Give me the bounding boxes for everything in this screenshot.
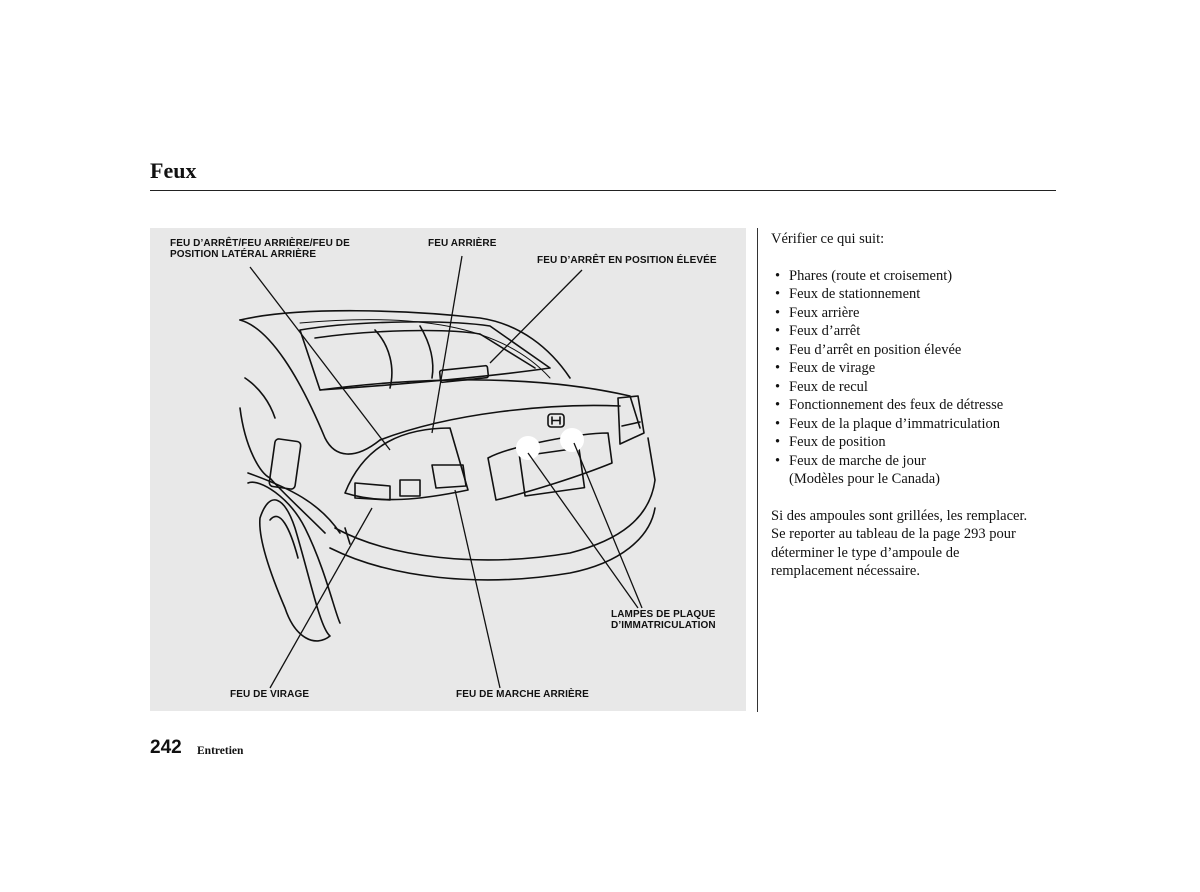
rear-bumper [334,437,656,561]
high-mount-stop-lamp [438,364,490,384]
checklist-item-label: Feux de virage [789,360,876,376]
leader-tail [431,255,463,434]
checklist-item-label: Fonctionnement des feux de détresse [789,397,1004,413]
checklist-item: • Feu d’arrêt en position élevée [775,341,1061,360]
bullet-icon: • [775,452,781,469]
checklist-item-label: Feux de recul [789,378,868,395]
bullet-icon: • [775,378,781,395]
checklist-item: • Fonctionnement des feux de détresse [775,396,1061,415]
callout-backup: FEU DE MARCHE ARRIÈRE [456,689,589,700]
section-name: Entretien [197,745,244,757]
checklist-item: • Phares (route et croisement) [775,267,1061,286]
bullet-icon: • [775,434,781,450]
closing-text: Si des ampoules sont grillées, les rempl… [771,507,1028,580]
callout-tail: FEU ARRIÈRE [428,238,497,249]
page-title: Feux [150,158,197,183]
right-tail-light [617,395,645,445]
intro-text: Vérifier ce qui suit: [771,231,885,247]
bullet-icon: • [775,304,781,321]
bullet-icon: • [775,286,781,302]
left-tail-light [344,427,469,501]
checklist-item: • Feux de stationnement [775,285,1061,304]
page-number: 242 [150,737,182,758]
emblem [547,413,565,428]
leader-turn [269,507,373,689]
checklist-item-label: Feux arrière [789,304,860,321]
leader-stop-tail [249,266,391,451]
callout-stop-tail-side: FEU D’ARRÊT/FEU ARRIÈRE/FEU DE POSITION … [170,238,350,260]
callout-license-lamps: LAMPES DE PLAQUE D’IMMATRICULATION [611,609,716,631]
bullet-icon: • [775,323,781,339]
bullet-icon: • [775,397,781,413]
window-inner [314,329,536,369]
bullet-icon: • [775,415,781,432]
checklist-item: • Feux arrière [775,304,1061,323]
checklist-item: • Feux de position [775,433,1061,452]
checklist-item: • Feux de recul [775,378,1061,397]
checklist-item: • Feux de virage [775,359,1061,378]
checklist-item-label: Feux de position [789,434,886,450]
checklist-item: • Feux de marche de jour (Modèles pour le… [775,452,1061,489]
leader-high-mount [489,269,583,364]
rear-wheel [259,499,331,642]
car-rear-illustration [239,255,656,689]
checklist-column: Vérifier ce qui suit: • Phares (route et … [771,230,1061,581]
trunk-lid [319,379,641,429]
checklist-item-label: Feu d’arrêt en position élevée [789,341,962,358]
bullet-icon: • [775,360,781,376]
side-body [239,407,326,534]
checklist-item-label: Feux de la plaque d’immatriculation [789,415,1000,432]
leader-backup [454,489,501,689]
light-checklist: • Phares (route et croisement) • Feux de st… [771,267,1061,489]
checklist-item: • Feux de la plaque d’immatriculation [775,415,1061,434]
roof-outline [239,309,571,379]
fuel-door [268,438,302,490]
title-rule [150,190,1056,191]
callout-turn: FEU DE VIRAGE [230,689,310,700]
leader-license-2 [573,442,643,609]
rear-lights-figure: FEU D’ARRÊT/FEU ARRIÈRE/FEU DE POSITION … [150,228,746,711]
checklist-item-label: Phares (route et croisement) [789,267,953,284]
bullet-icon: • [775,341,781,358]
checklist-item: • Feux d’arrêt [775,322,1061,341]
c-pillar [239,319,381,455]
bullet-icon: • [775,267,781,284]
rear-window [299,321,551,391]
checklist-item-label: Feux de marche de jour (Modèles pour le … [789,452,940,488]
column-divider [757,228,758,712]
checklist-item-label: Feux de stationnement [789,286,921,302]
checklist-item-label: Feux d’arrêt [789,323,861,339]
callout-high-mount-stop: FEU D’ARRÊT EN POSITION ÉLEVÉE [537,255,717,266]
leader-license-1 [527,452,639,609]
